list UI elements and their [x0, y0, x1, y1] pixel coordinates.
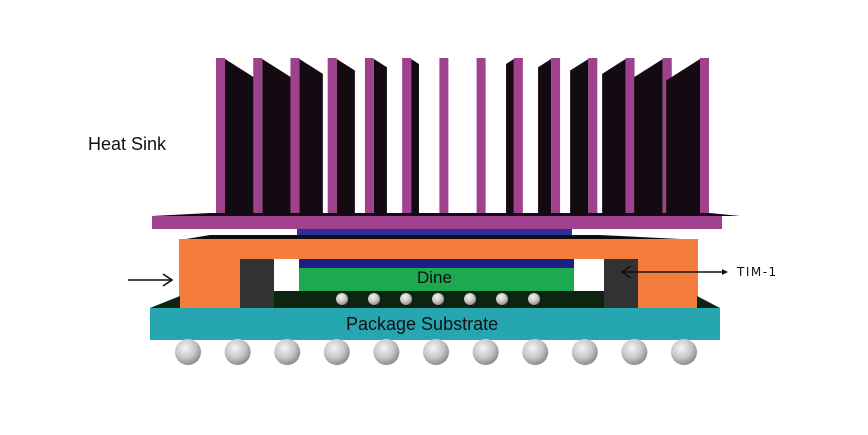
fin-shadow: [336, 59, 355, 216]
bga-ball: [224, 339, 251, 365]
fin-shadow: [506, 59, 514, 216]
heat-sink-fin: [253, 58, 263, 218]
fin-shadow: [634, 59, 663, 216]
heat-sink-fin: [700, 58, 709, 218]
heat-sink-fin: [439, 58, 449, 218]
die-label: Dine: [417, 268, 452, 287]
cavity-left-wall: [240, 259, 274, 308]
substrate-label: Package Substrate: [346, 314, 499, 334]
heat-sink-fin: [290, 58, 300, 218]
tim1-label: TIM-1: [737, 265, 778, 279]
fin-shadow: [538, 59, 552, 216]
die-bump: [464, 293, 476, 305]
heat-sink-fin: [588, 58, 598, 218]
bga-ball: [323, 339, 350, 365]
tim1-pointer-arrow-icon: [620, 265, 728, 279]
heat-sink-fin: [551, 58, 561, 218]
bga-balls: [175, 339, 697, 365]
die-bump: [432, 293, 444, 305]
heat-sink-base: [152, 216, 722, 229]
bga-ball: [472, 339, 499, 365]
bga-ball: [423, 339, 449, 365]
bga-ball: [621, 339, 648, 365]
die-bump: [400, 293, 412, 305]
fin-shadow: [602, 59, 626, 216]
die-bumps: [336, 293, 540, 305]
fin-shadow: [262, 59, 291, 216]
bga-ball: [274, 339, 301, 365]
substrate-top-left: [150, 296, 180, 308]
heat-sink-base-shadow: [152, 213, 740, 216]
heat-sink-fin: [216, 58, 225, 218]
heat-sink-fin: [364, 58, 374, 218]
die-bump: [336, 293, 348, 305]
left-arrow-icon: [128, 273, 174, 287]
fin-shadow: [225, 59, 259, 216]
bga-ball: [671, 339, 697, 365]
heat-sink-fin: [476, 58, 486, 218]
lid-top-shadow: [180, 235, 700, 240]
die-bump: [496, 293, 508, 305]
bga-ball: [522, 339, 549, 365]
fin-shadow: [666, 59, 700, 216]
die-bump: [368, 293, 380, 305]
fin-shadow: [299, 59, 323, 216]
tim1-layer: [299, 259, 574, 268]
fin-shadow: [373, 59, 387, 216]
die: [299, 268, 574, 291]
fin-shadow: [570, 59, 589, 216]
heat-sink-fin: [402, 58, 412, 218]
heat-sink-fin: [513, 58, 523, 218]
bga-ball: [571, 339, 598, 365]
package-substrate: [150, 308, 720, 340]
fin-shadow: [411, 59, 419, 216]
heat-sink-fin: [327, 58, 337, 218]
substrate-top-right: [697, 296, 720, 308]
heat-sink-fins: [216, 58, 709, 218]
cavity-right-wall: [604, 259, 638, 308]
bga-ball: [373, 339, 400, 365]
heat-sink-label: Heat Sink: [88, 134, 167, 154]
tim2-layer: [297, 229, 572, 236]
die-bump: [528, 293, 540, 305]
bga-ball: [175, 339, 201, 365]
heat-sink-fin: [625, 58, 635, 218]
